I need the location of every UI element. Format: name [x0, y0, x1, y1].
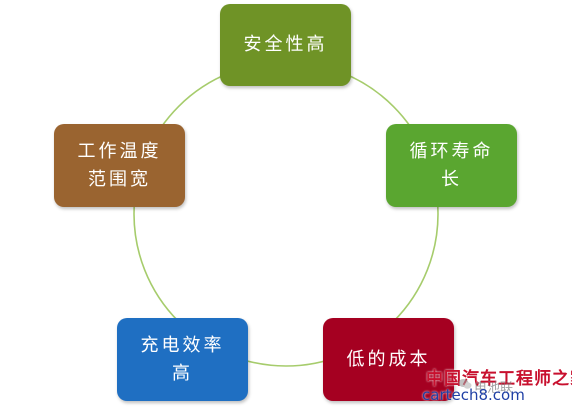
node-charge-label-line1: 充电效率 — [140, 334, 225, 356]
node-safety-high: 安全性高 — [220, 4, 351, 86]
node-temp-label-line2: 范围宽 — [88, 168, 151, 190]
node-low-cost: 低的成本 — [323, 318, 454, 401]
node-safety-label-line1: 安全性高 — [243, 34, 328, 55]
node-high-charging-efficiency: 充电效率 高 — [117, 318, 248, 401]
node-cost-label-line1: 低的成本 — [346, 348, 431, 370]
node-temp-label-line1: 工作温度 — [77, 140, 162, 162]
node-cycle-label-line2: 长 — [441, 168, 462, 190]
node-cycle-label-line1: 循环寿命 — [409, 140, 494, 162]
wechat-icon — [458, 379, 472, 389]
node-long-cycle-life: 循环寿命 长 — [386, 124, 517, 207]
watermark-account: 电池联 — [474, 381, 514, 396]
watermark-site-url: cartech8.com — [422, 386, 525, 404]
node-charge-label-line2: 高 — [172, 362, 193, 384]
node-wide-temperature-range: 工作温度 范围宽 — [54, 124, 185, 207]
